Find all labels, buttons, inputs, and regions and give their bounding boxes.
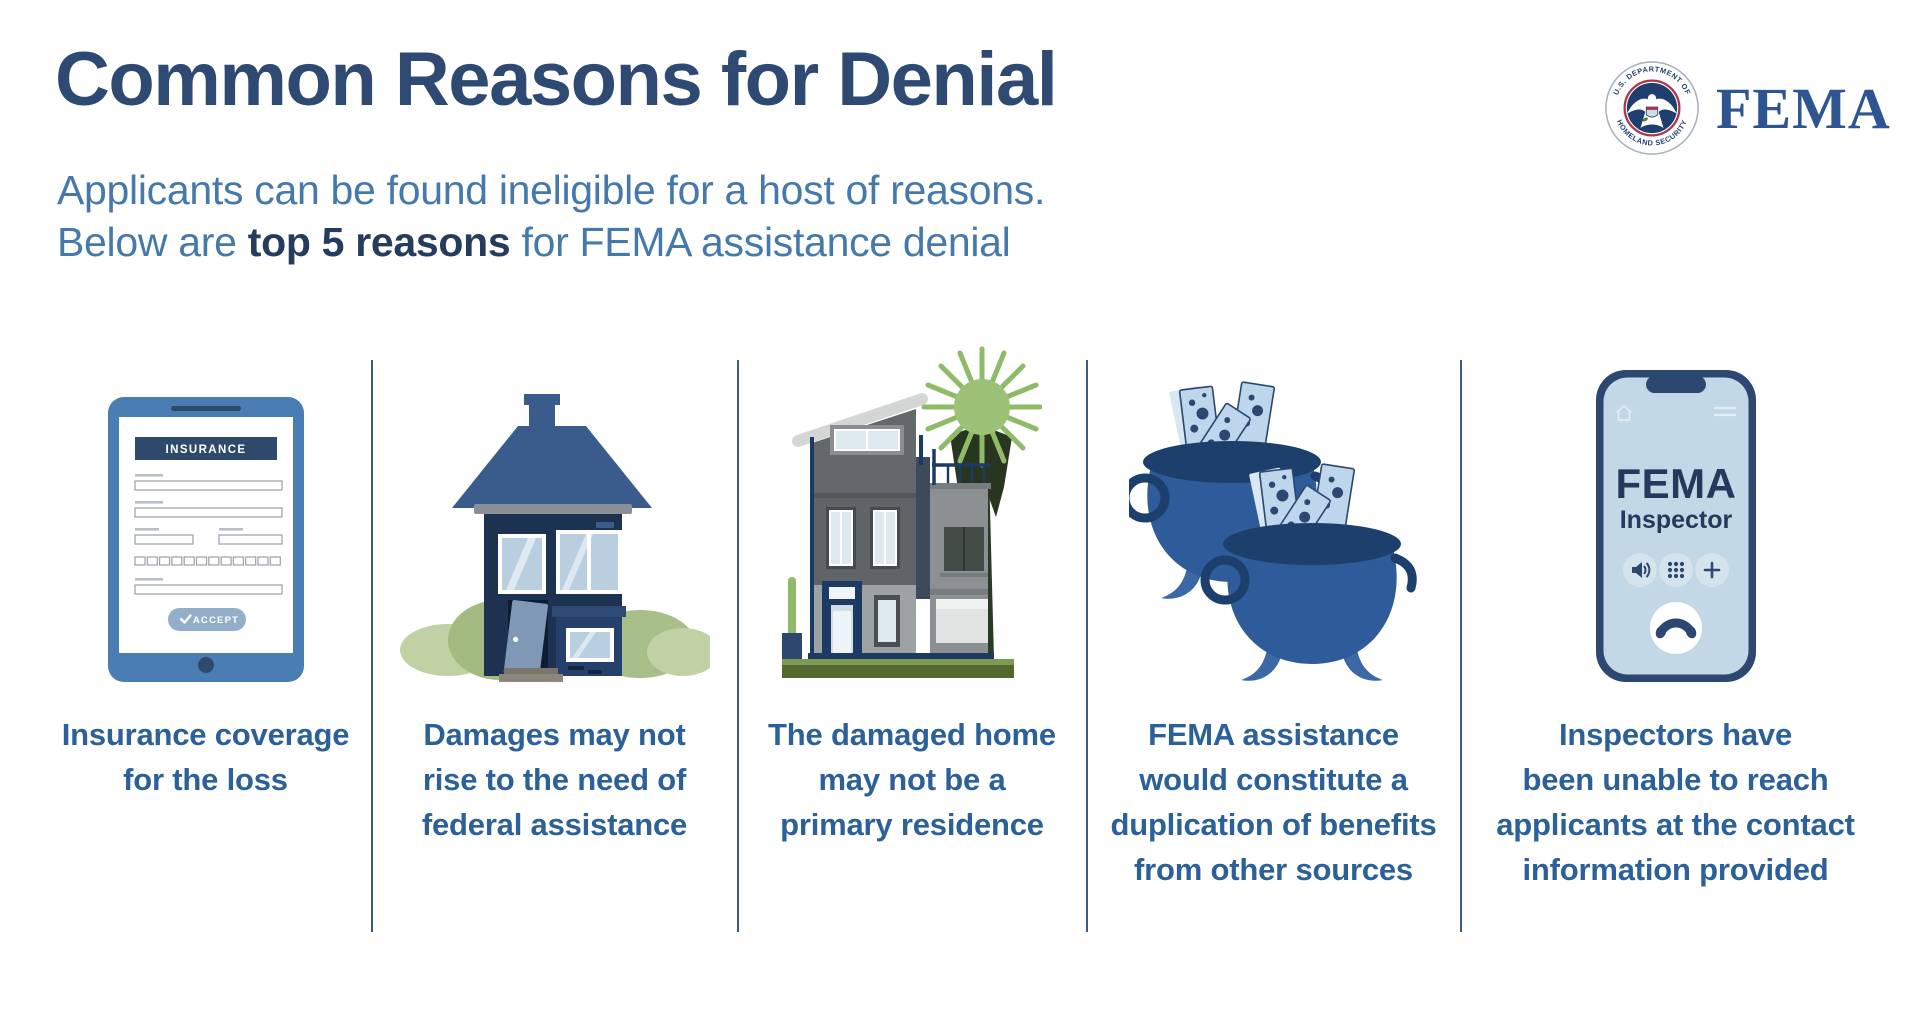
- reason-card-duplication: FEMA assistance would constitute a dupli…: [1087, 340, 1460, 940]
- money-bills: [1248, 463, 1355, 550]
- accept-label: ACCEPT: [192, 615, 238, 626]
- plus-icon: [1703, 561, 1720, 579]
- subtitle-line-2: Below are top 5 reasons for FEMA assista…: [57, 216, 1045, 268]
- home-icon: [1614, 404, 1633, 421]
- reason-card-contact: FEMA Inspector: [1461, 340, 1890, 940]
- page-title: Common Reasons for Denial: [55, 37, 1058, 122]
- slanted-roof: [792, 393, 928, 447]
- roof-eave: [473, 504, 632, 514]
- tall-windows: [826, 507, 900, 569]
- modern-home-icon: [782, 346, 1042, 678]
- insurance-header-label: INSURANCE: [165, 444, 246, 456]
- form-inputs: [133, 480, 283, 595]
- reason-caption: Damages may not rise to the need of fede…: [421, 717, 688, 842]
- reason-illustration: FEMA Inspector: [1595, 340, 1756, 682]
- column-divider: [371, 360, 373, 932]
- subtitle-line-2-prefix: Below are: [57, 219, 237, 265]
- accept-button: ACCEPT: [167, 608, 246, 631]
- speaker-icon: [1631, 562, 1650, 578]
- tower-dark-window: [944, 527, 984, 571]
- reason-illustration: [1128, 340, 1419, 682]
- reason-card-damages: Damages may not rise to the need of fede…: [372, 340, 737, 940]
- reason-illustration: [399, 340, 710, 682]
- caller-name-line2: Inspector: [1619, 506, 1732, 534]
- reason-illustration: INSURANCE: [107, 340, 304, 682]
- reason-caption: Inspectors have been unable to reach app…: [1496, 717, 1855, 887]
- tilted-door: [503, 600, 548, 678]
- fema-wordmark: FEMA: [1716, 75, 1891, 141]
- damaged-house-icon: [399, 394, 710, 682]
- subtitle-top5-emphasis: top 5 reasons: [247, 219, 511, 265]
- reason-caption: FEMA assistance would constitute a dupli…: [1110, 717, 1437, 887]
- subtitle: Applicants can be found ineligible for a…: [57, 164, 1045, 268]
- checkbox-row: [133, 556, 281, 566]
- column-divider: [737, 360, 739, 932]
- reason-card-residence: The damaged home may not be a primary re…: [738, 340, 1086, 940]
- caller-name-line1: FEMA: [1615, 460, 1736, 507]
- reason-illustration: [782, 340, 1042, 682]
- subtitle-line-1: Applicants can be found ineligible for a…: [57, 167, 1046, 213]
- phone-call-icon: FEMA Inspector: [1595, 370, 1756, 682]
- form-labels: [134, 474, 243, 581]
- money-pots-icon: [1128, 381, 1417, 681]
- call-controls: [1622, 553, 1729, 587]
- handset-icon: [1655, 618, 1696, 639]
- small-window: [874, 595, 900, 647]
- reason-card-insurance: INSURANCE: [40, 340, 371, 940]
- keypad-icon: [1667, 561, 1684, 579]
- menu-icon: [1713, 406, 1736, 417]
- fema-logo: U.S. DEPARTMENT OF HOMELAND SECURITY FEM…: [1604, 60, 1891, 156]
- clerestory-window: [830, 425, 904, 455]
- dhs-seal-icon: U.S. DEPARTMENT OF HOMELAND SECURITY: [1605, 61, 1699, 155]
- insurance-tablet-icon: INSURANCE: [107, 397, 304, 682]
- door-step: [498, 668, 563, 682]
- column-divider: [1460, 360, 1462, 932]
- reason-caption: Insurance coverage for the loss: [61, 717, 350, 797]
- terrace-railing: [932, 449, 990, 485]
- navy-pillar: [782, 633, 802, 659]
- ground: [782, 659, 1014, 678]
- subtitle-line-2-suffix: for FEMA assistance denial: [521, 219, 1011, 265]
- front-door: [822, 581, 862, 659]
- hangup-button: [1649, 602, 1702, 654]
- check-icon: [179, 614, 192, 624]
- green-accent: [788, 577, 796, 641]
- house-structure: [782, 393, 994, 660]
- roof: [451, 426, 652, 508]
- upper-left-window: [497, 534, 546, 594]
- column-divider: [1086, 360, 1088, 932]
- upper-right-window: [555, 530, 622, 594]
- phone-notch: [1645, 376, 1706, 393]
- money-pot: [1200, 463, 1417, 681]
- home-button-icon: [197, 657, 214, 673]
- eagle-glyph: [1627, 94, 1677, 129]
- reason-caption: The damaged home may not be a primary re…: [768, 717, 1056, 842]
- lower-extension: [551, 606, 626, 676]
